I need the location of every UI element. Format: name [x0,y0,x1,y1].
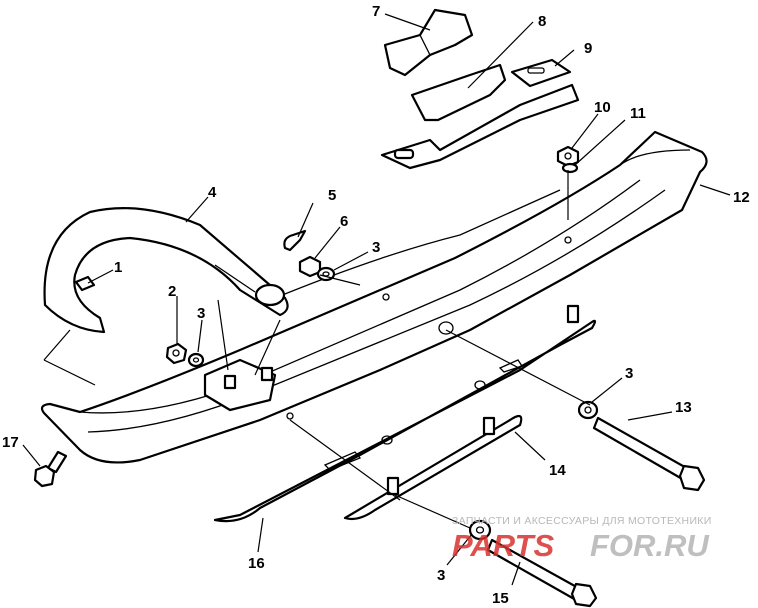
plate-9 [510,58,572,88]
callout-leaders [22,13,731,586]
nut-2 [165,342,188,365]
callout-8: 8 [538,13,546,30]
wear-bar-14 [343,414,523,521]
callout-11: 11 [630,105,646,122]
callout-12: 12 [733,189,750,206]
saddle-7 [383,8,474,77]
spindle-mount [203,358,277,412]
callout-3-top: 3 [372,239,380,256]
callout-3-right: 3 [625,365,633,382]
cotter-pin-5 [283,229,307,252]
callout-7: 7 [372,3,380,20]
plug-1 [74,275,96,292]
callout-10: 10 [594,99,611,116]
bolt-13 [592,416,706,492]
callout-4: 4 [208,184,217,201]
bolt-15 [486,538,598,608]
washer-3-right [577,400,599,420]
bolt-17 [33,450,68,488]
washer-3-bottom [468,519,492,541]
callout-9: 9 [584,40,592,57]
watermark-tagline: ЗАПЧАСТИ И АКСЕССУАРЫ ДЛЯ МОТОТЕХНИКИ [452,515,712,527]
runner-16 [213,304,597,523]
washer-11 [561,162,579,174]
callout-2: 2 [168,283,176,300]
callout-6: 6 [340,213,348,230]
callout-labels: 1 2 3 4 5 6 3 7 8 9 10 11 12 3 13 14 17 … [2,3,750,607]
watermark-logo-right: FOR.RU [590,528,710,563]
callout-16: 16 [248,555,265,572]
callout-15: 15 [492,590,509,607]
callout-14: 14 [549,462,566,479]
callout-1: 1 [114,259,122,276]
callout-3-bottom: 3 [437,567,445,584]
callout-13: 13 [675,399,692,416]
washer-3-left [187,352,205,368]
ski-body [40,130,708,464]
watermark-logo-left: PARTS [452,528,555,563]
callout-3-left: 3 [197,305,205,322]
bracket-8 [380,63,580,170]
callout-5: 5 [328,187,336,204]
assembly-guides [43,170,591,529]
callout-17: 17 [2,434,19,451]
watermark: ЗАПЧАСТИ И АКСЕССУАРЫ ДЛЯ МОТОТЕХНИКИ PA… [452,515,712,563]
ski-handle [43,207,289,334]
